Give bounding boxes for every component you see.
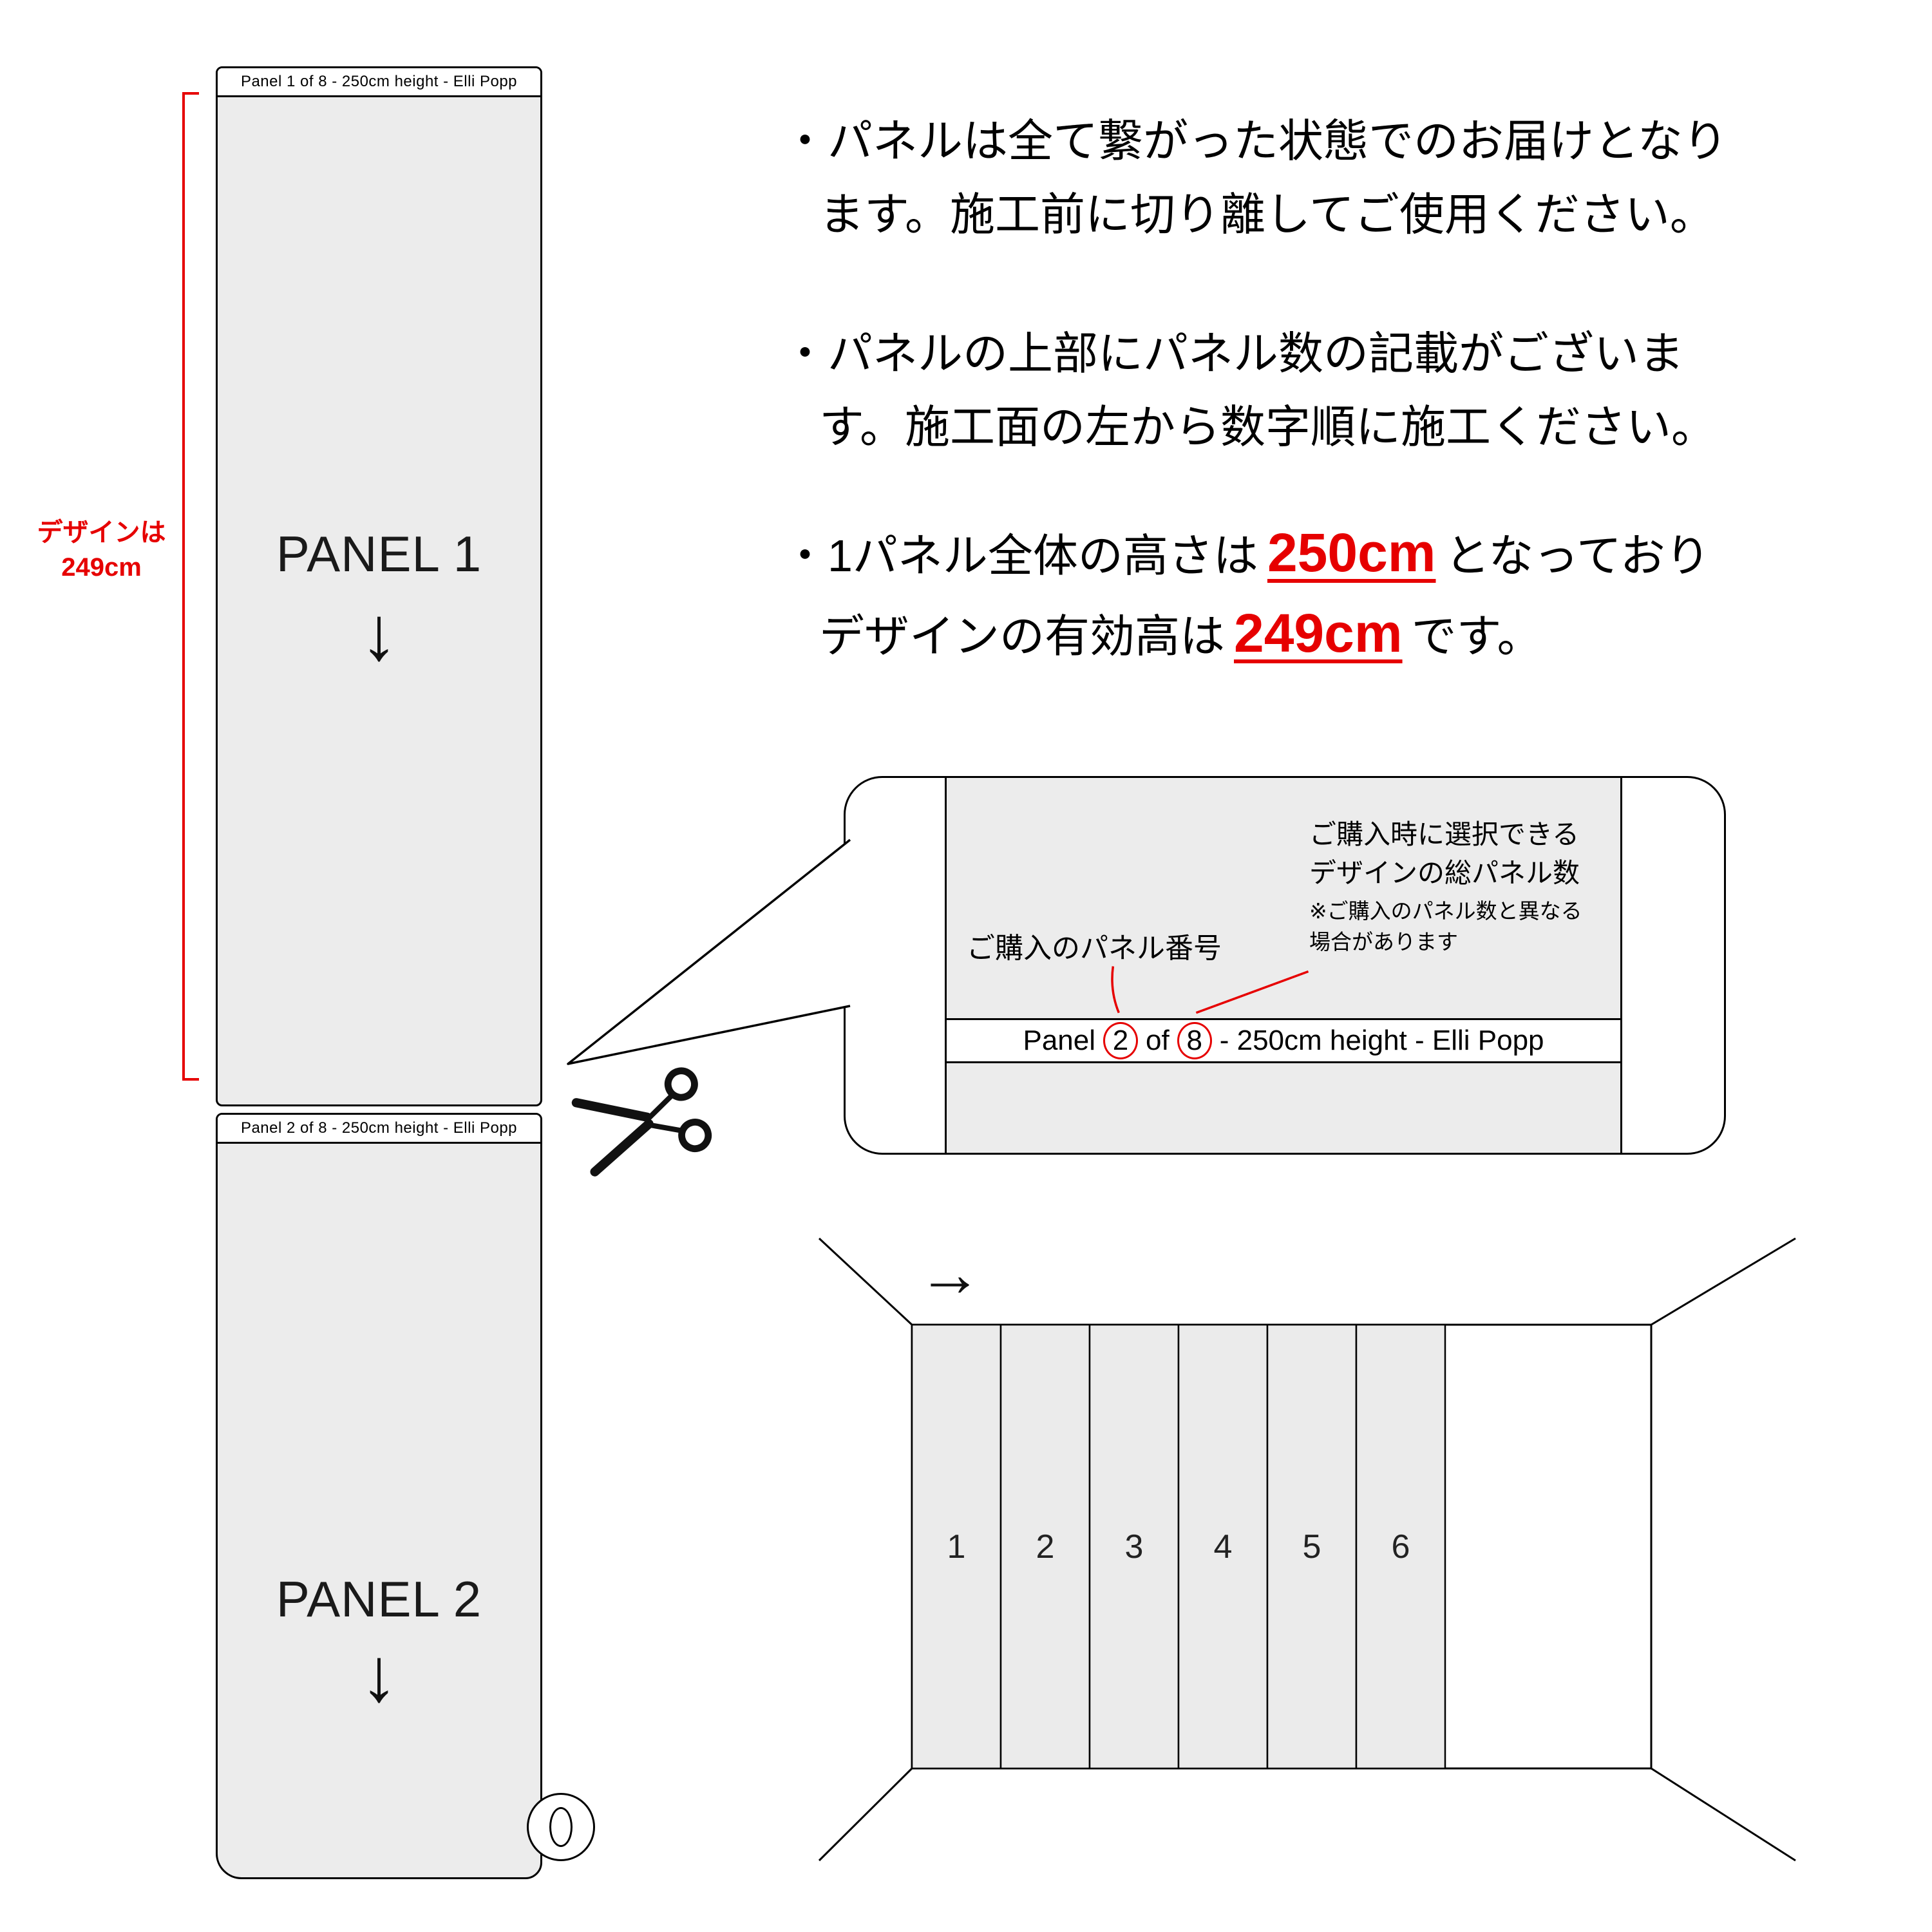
panel2-header: Panel 2 of 8 - 250cm height - Elli Popp xyxy=(218,1115,540,1144)
total-panels-annotation: ご購入時に選択できる デザインの総パネル数 xyxy=(1309,815,1580,893)
total-panels-note-line2: 場合があります xyxy=(1309,930,1458,954)
callout-panel-preview xyxy=(945,778,1622,1153)
strip-text-rest: - 250cm height - Elli Popp xyxy=(1219,1025,1544,1056)
strip-panel-total-circled: 8 xyxy=(1177,1022,1212,1059)
purchased-panel-number-annotation: ご購入のパネル番号 xyxy=(967,933,1222,964)
wall-panel-number-5: 5 xyxy=(1302,1528,1321,1566)
bullet1-line1: ・パネルは全て繋がった状態でのお届けとなり xyxy=(782,116,1728,166)
design-height-bracket xyxy=(182,92,199,1081)
instruction-bullet-2: ・パネルの上部にパネル数の記載がございま す。施工面の左から数字順に施工ください… xyxy=(782,317,1716,464)
callout-header-strip: Panel 2 of 8 - 250cm height - Elli Popp xyxy=(945,1018,1622,1063)
strip-panel-number-circled: 2 xyxy=(1103,1022,1139,1059)
scissors-icon xyxy=(571,1067,712,1177)
strip-text-of: of xyxy=(1146,1025,1170,1056)
design-height-label: デザインは 249cm xyxy=(19,515,184,585)
total-panels-note: ※ご購入のパネル数と異なる 場合があります xyxy=(1309,896,1582,958)
panel1: Panel 1 of 8 - 250cm height - Elli Popp xyxy=(216,66,542,1106)
total-height-value: 250cm xyxy=(1267,522,1436,583)
bullet3-line1-pre: ・1パネル全体の高さは xyxy=(782,531,1258,581)
total-panels-annotation-line1: ご購入時に選択できる xyxy=(1309,819,1580,849)
panel1-label: PANEL 1 xyxy=(276,526,482,582)
design-height-value: 249cm xyxy=(1234,603,1403,663)
strip-text-panel: Panel xyxy=(1023,1025,1096,1056)
bullet3-line2-pre: デザインの有効高は xyxy=(819,611,1225,661)
bullet2-line1: ・パネルの上部にパネル数の記載がございま xyxy=(782,328,1684,379)
install-direction-arrow-icon: → xyxy=(918,1238,982,1310)
panel-header-callout: ご購入時に選択できる デザインの総パネル数 ※ご購入のパネル数と異なる 場合があ… xyxy=(844,776,1726,1155)
wall-panel-number-1: 1 xyxy=(947,1528,966,1566)
roll-end-icon xyxy=(527,1793,595,1861)
wall-panel-number-3: 3 xyxy=(1124,1528,1144,1566)
bullet3-line1-post: となっており xyxy=(1444,531,1710,581)
design-height-label-line1: デザインは xyxy=(37,518,166,547)
panel1-down-arrow-icon: ↓ xyxy=(360,591,398,676)
wall-panel-number-2: 2 xyxy=(1036,1528,1055,1566)
bullet2-line2: す。施工面の左から数字順に施工ください。 xyxy=(819,402,1716,452)
total-panels-note-line1: ※ご購入のパネル数と異なる xyxy=(1309,899,1582,923)
callout-pointer-wedge xyxy=(567,838,851,1065)
total-panels-annotation-line2: デザインの総パネル数 xyxy=(1309,858,1580,888)
roll-core-icon xyxy=(549,1807,573,1847)
panel2-down-arrow-icon: ↓ xyxy=(360,1633,398,1718)
wall-installation-diagram xyxy=(818,1237,1796,1862)
panel1-header: Panel 1 of 8 - 250cm height - Elli Popp xyxy=(218,68,540,97)
wall-panel-number-4: 4 xyxy=(1213,1528,1233,1566)
instruction-bullet-1: ・パネルは全て繋がった状態でのお届けとなり ます。施工前に切り離してご使用くださ… xyxy=(782,104,1728,251)
wall-panel-number-6: 6 xyxy=(1391,1528,1410,1566)
panel2-label: PANEL 2 xyxy=(276,1571,482,1627)
bullet3-line2-post: です。 xyxy=(1411,611,1542,661)
design-height-label-line2: 249cm xyxy=(61,553,142,582)
panel2: Panel 2 of 8 - 250cm height - Elli Popp xyxy=(216,1113,542,1879)
bullet1-line2: ます。施工前に切り離してご使用ください。 xyxy=(819,189,1715,240)
